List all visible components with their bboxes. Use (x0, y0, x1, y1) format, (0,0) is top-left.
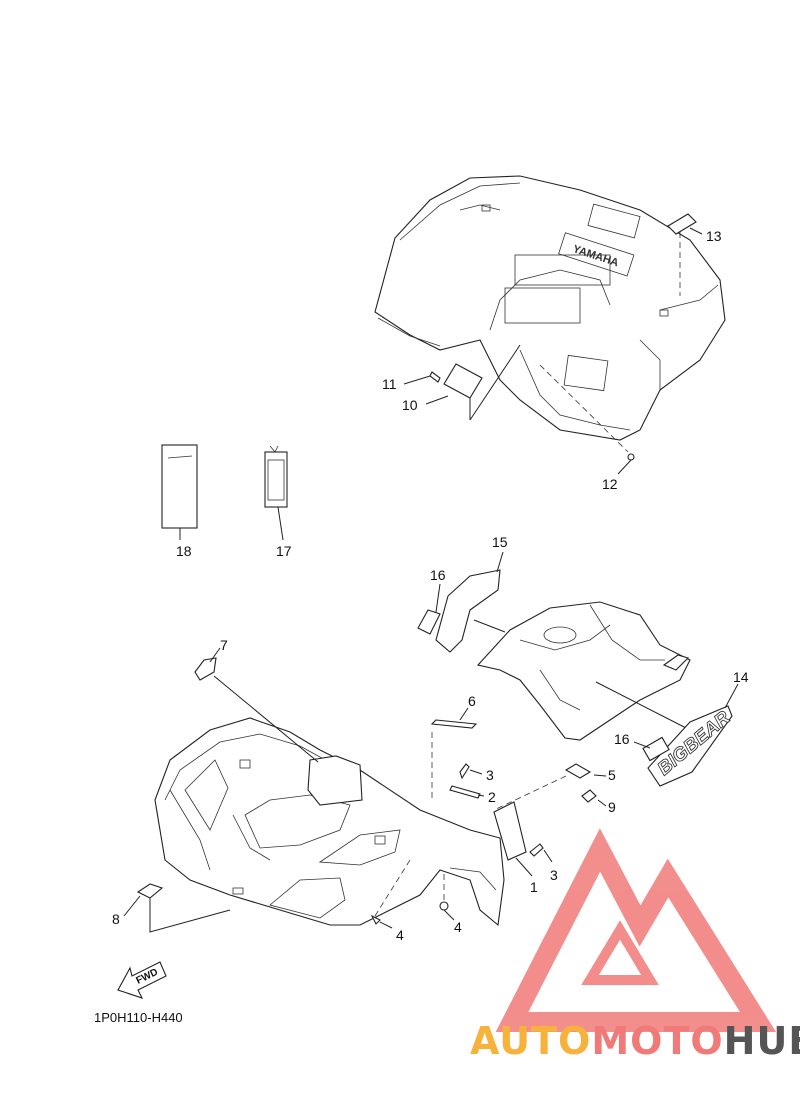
watermark-hub: HUB (724, 1019, 800, 1063)
callout-2: 2 (488, 789, 496, 805)
callout-18: 18 (176, 543, 192, 559)
callout-13: 13 (706, 228, 722, 244)
tank-cover (417, 569, 691, 741)
callout-16-top: 16 (430, 567, 446, 583)
automotohub-logo (495, 828, 777, 1032)
callout-17: 17 (276, 543, 292, 559)
callout-10: 10 (402, 397, 418, 413)
callout-3-top: 3 (486, 767, 494, 783)
callout-7: 7 (220, 637, 228, 653)
callouts-bottom: 7 6 3 2 5 9 3 1 8 4 4 (112, 637, 616, 943)
callout-12: 12 (602, 476, 618, 492)
watermark-auto: AUTO (470, 1019, 591, 1063)
watermark-text: AUTOMOTOHUB (470, 1019, 800, 1063)
callout-6: 6 (468, 693, 476, 709)
callout-4-left: 4 (396, 927, 404, 943)
callouts-tank: 15 16 14 16 (430, 534, 749, 749)
callout-4-right: 4 (454, 919, 462, 935)
watermark-moto: MOTO (591, 1019, 723, 1063)
front-fender (136, 657, 597, 933)
callout-9: 9 (608, 799, 616, 815)
callouts-top: 13 11 10 12 (382, 227, 722, 492)
bigbear-decal: BIGBEAR (642, 705, 735, 787)
callout-15: 15 (492, 534, 508, 550)
diagram-code: 1P0H110-H440 (94, 1010, 183, 1025)
callout-8: 8 (112, 911, 120, 927)
callout-1: 1 (530, 879, 538, 895)
warning-labels: 18 17 (161, 444, 292, 559)
callout-3-bottom: 3 (550, 867, 558, 883)
rear-fender: YAMAHA (374, 175, 726, 461)
callout-14: 14 (733, 669, 749, 685)
fwd-arrow: FWD (117, 961, 167, 999)
callout-11: 11 (382, 376, 397, 392)
callout-16-bottom: 16 (614, 731, 630, 747)
callout-5: 5 (608, 767, 616, 783)
